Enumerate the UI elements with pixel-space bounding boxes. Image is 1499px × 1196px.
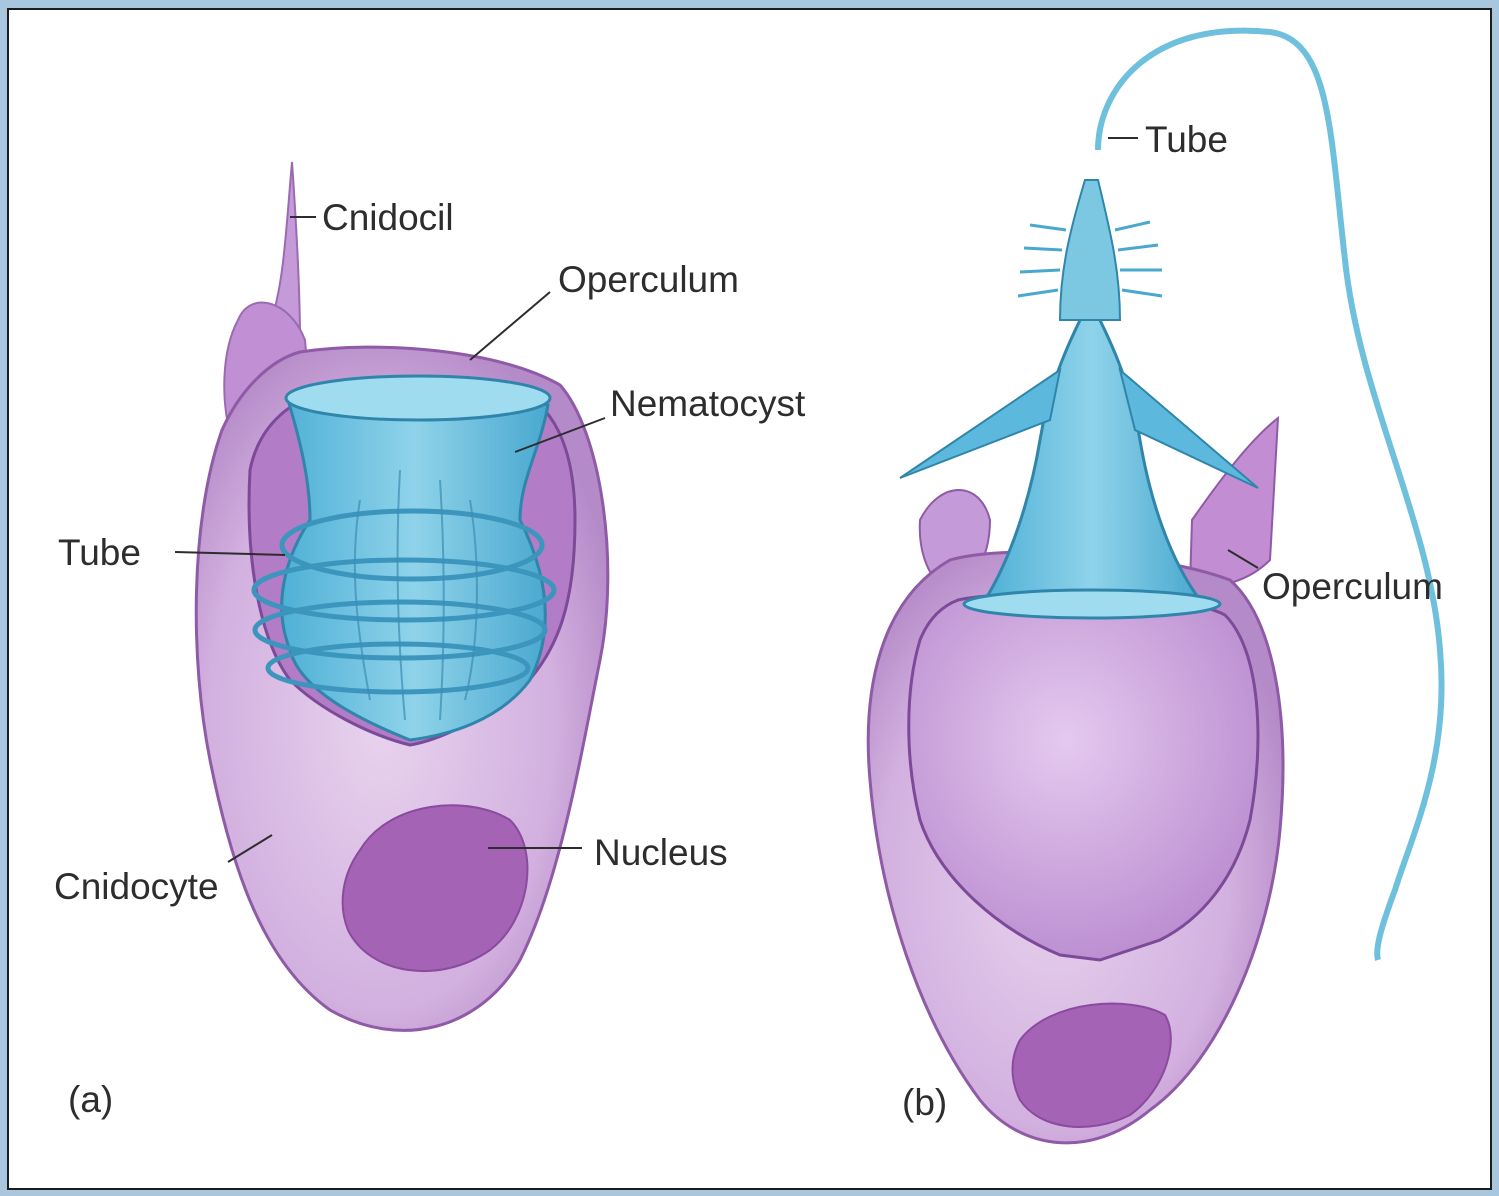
nematocyst-rim	[286, 376, 550, 420]
label-operculum-a: Operculum	[558, 261, 739, 298]
label-cnidocil: Cnidocil	[322, 199, 454, 236]
label-cnidocyte: Cnidocyte	[54, 868, 219, 905]
panel-a-drawing	[196, 162, 608, 1030]
spiny-tip	[1060, 180, 1120, 320]
panel-a-letter: (a)	[68, 1081, 113, 1118]
capsule-collar	[964, 590, 1220, 618]
everted-shaft	[985, 300, 1200, 600]
label-tube-a: Tube	[58, 534, 141, 571]
label-operculum-b: Operculum	[1262, 568, 1443, 605]
panel-b-letter: (b)	[902, 1084, 947, 1121]
label-nematocyst: Nematocyst	[610, 385, 805, 422]
label-tube-b: Tube	[1145, 121, 1228, 158]
label-nucleus: Nucleus	[594, 834, 728, 871]
